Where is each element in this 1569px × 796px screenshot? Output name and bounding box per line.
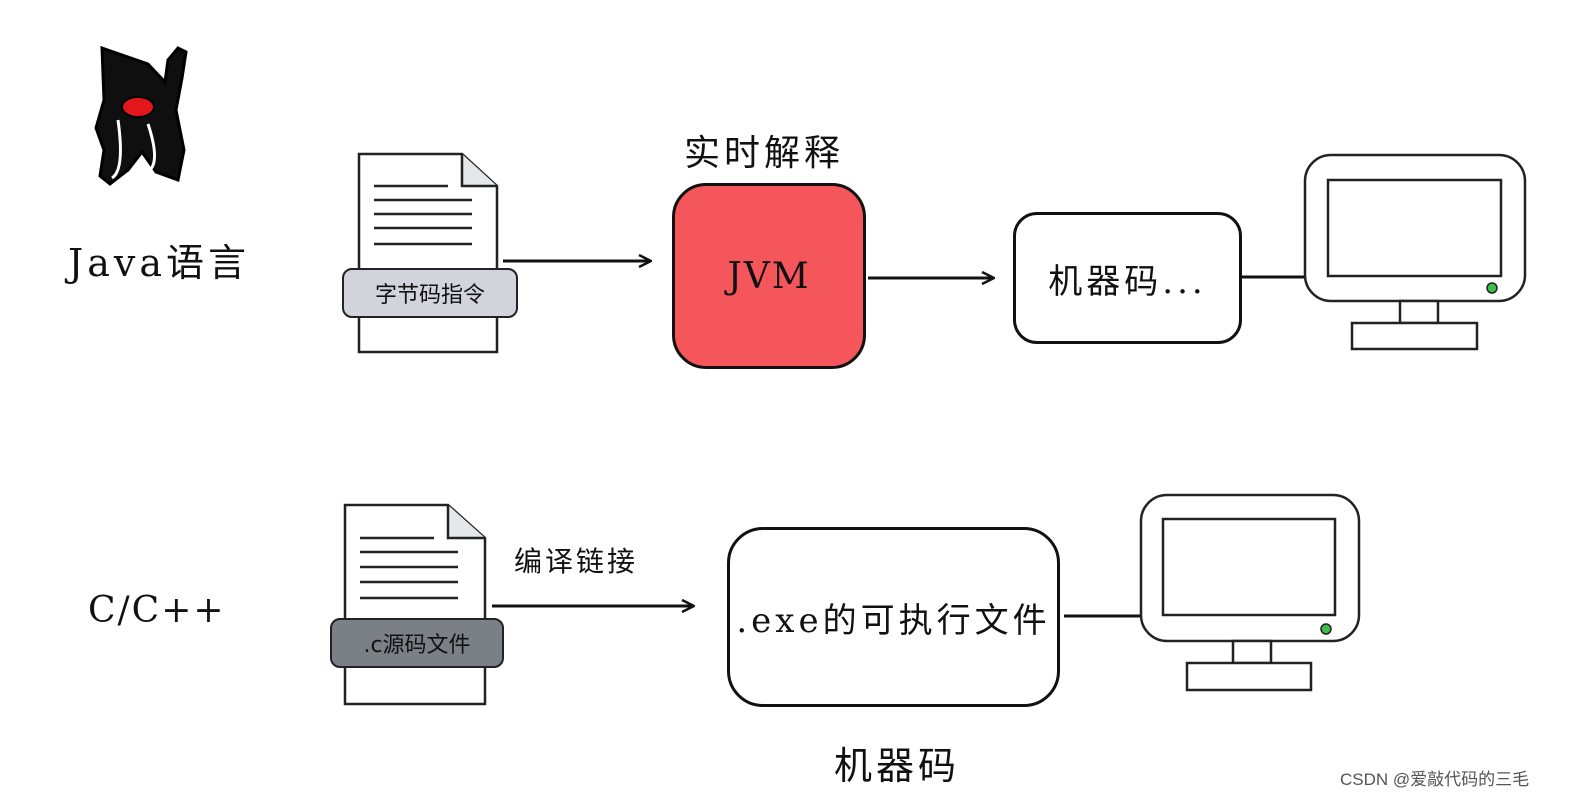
watermark: CSDN @爱敲代码的三毛: [1340, 770, 1530, 789]
c-source-file-tag: .c源码文件: [330, 618, 504, 668]
document-icon: [357, 152, 499, 354]
java-duke-mascot-icon: [94, 45, 188, 186]
compile-link-label: 编译链接: [514, 545, 639, 578]
c-language-label: C/C++: [88, 590, 226, 631]
java-language-label: Java语言: [68, 241, 251, 285]
monitor-icon: [1139, 493, 1361, 692]
executable-box: .exe的可执行文件: [727, 527, 1060, 707]
bytecode-file-tag: 字节码指令: [342, 268, 518, 318]
document-icon: [343, 503, 487, 706]
monitor-icon: [1303, 153, 1527, 351]
machine-code-box: 机器码...: [1013, 212, 1242, 344]
interpret-label: 实时解释: [684, 133, 845, 174]
machine-code-caption: 机器码: [834, 744, 961, 788]
jvm-box: JVM: [672, 183, 866, 369]
